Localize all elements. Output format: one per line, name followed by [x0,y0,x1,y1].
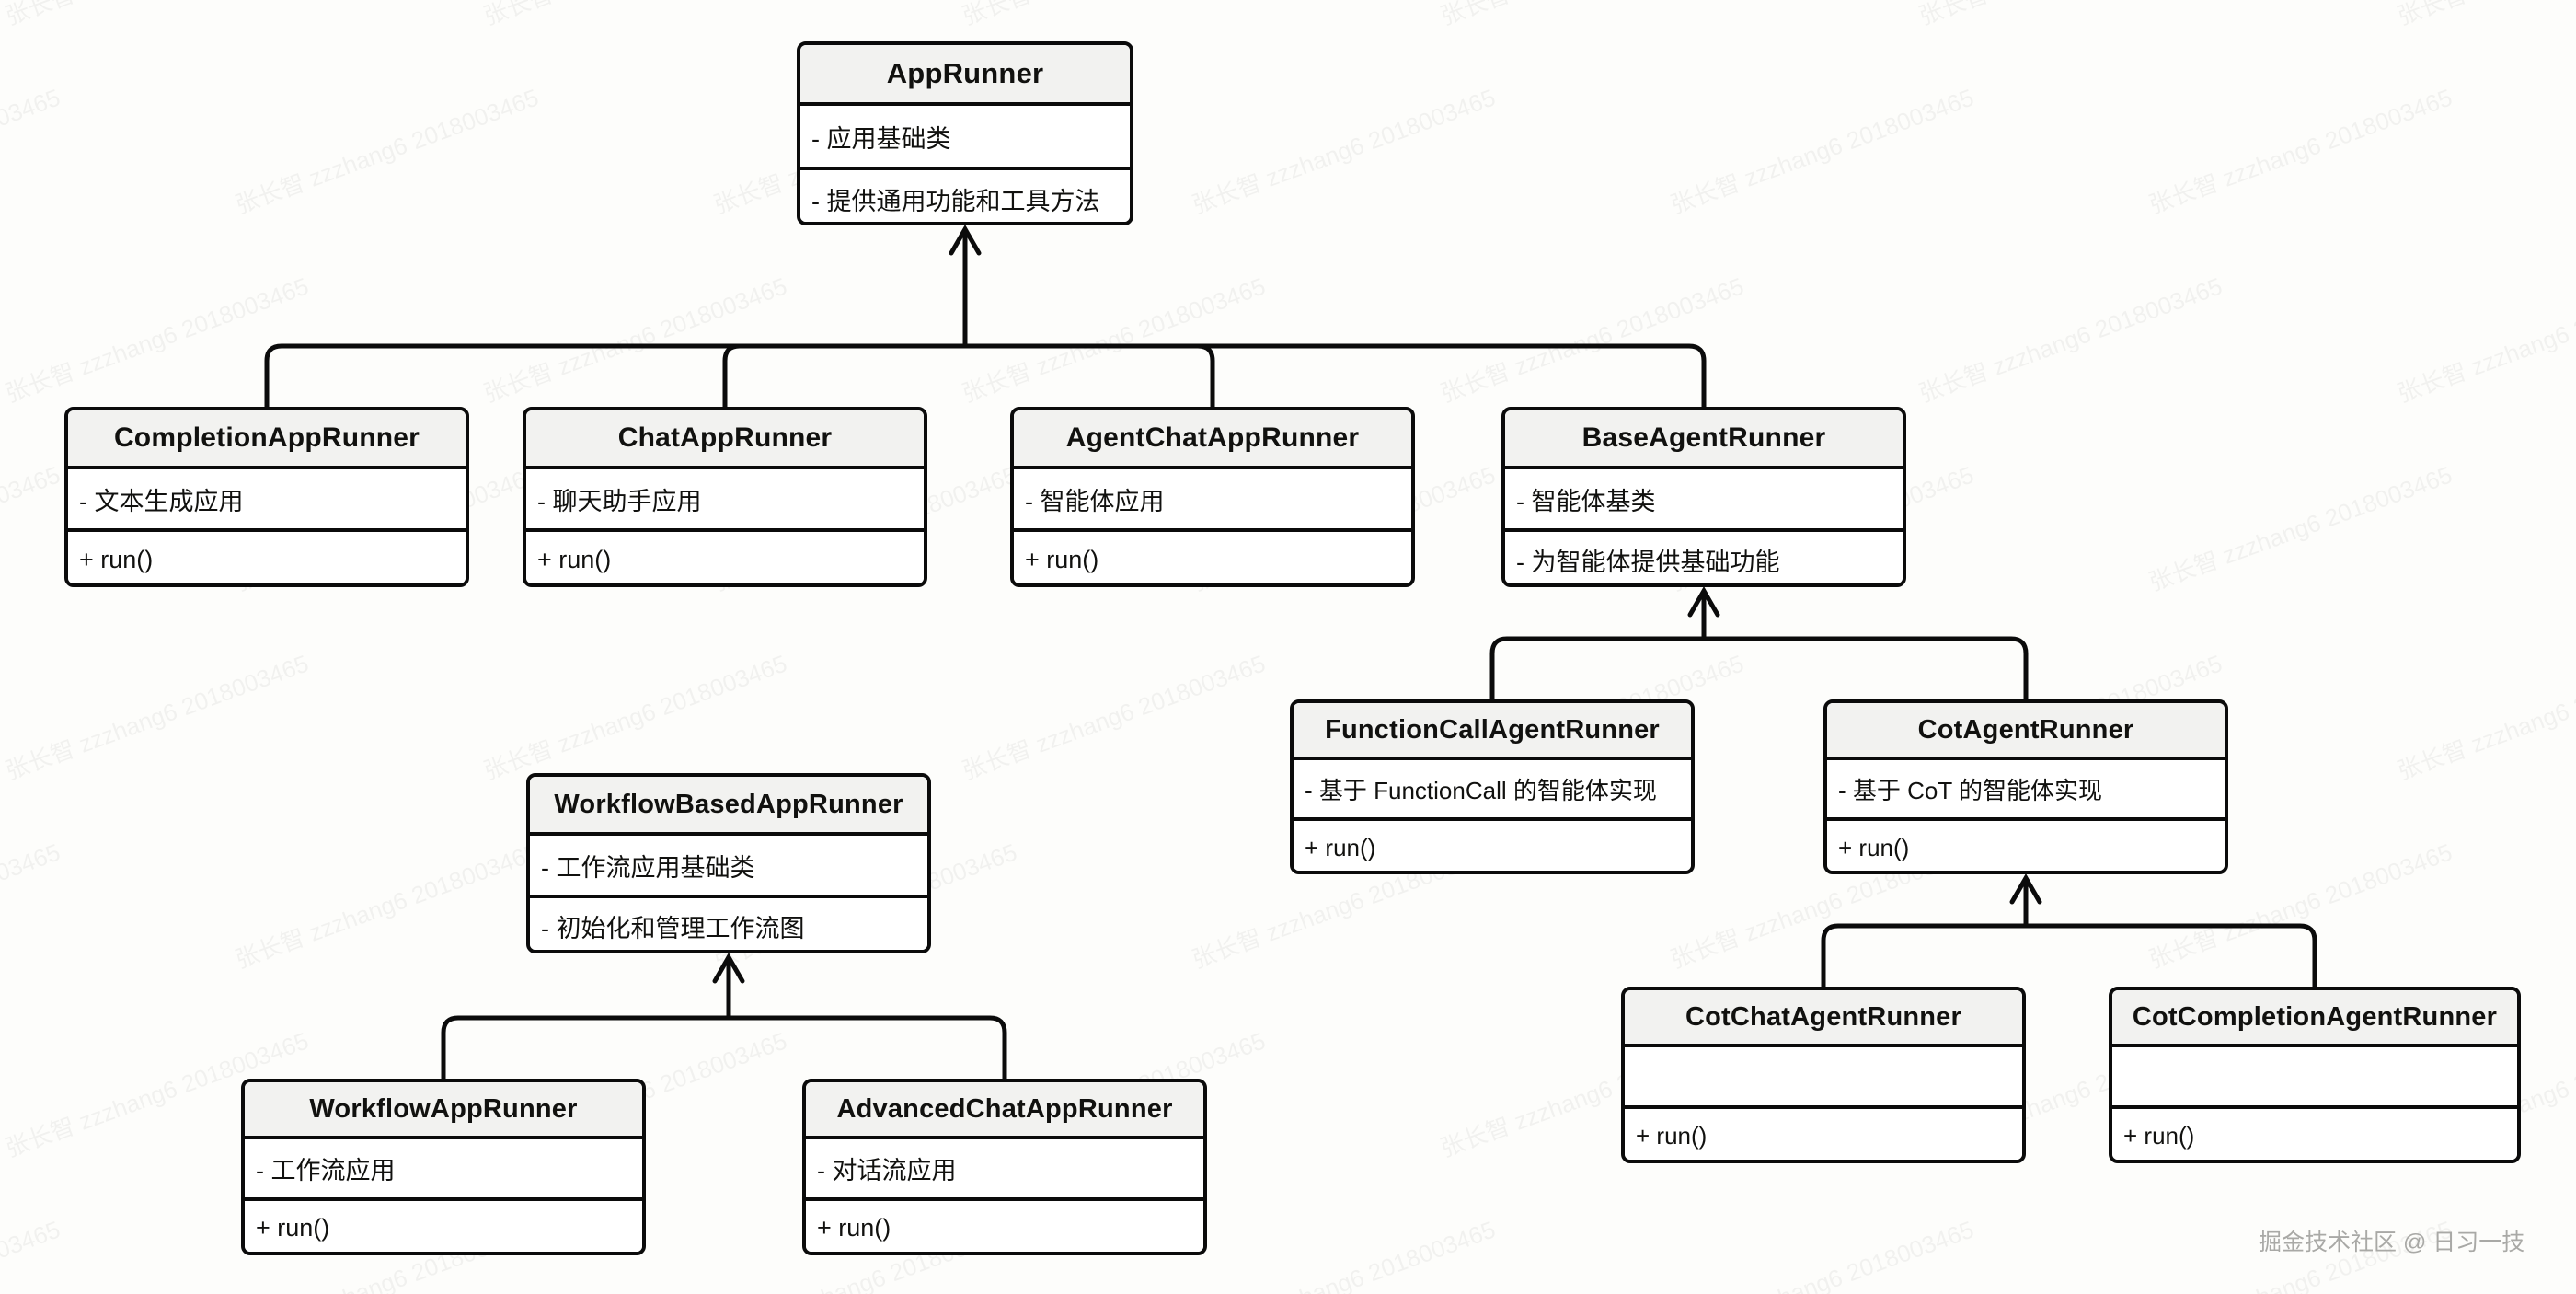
class-box-BaseAgentRunner[interactable]: BaseAgentRunner- 智能体基类- 为智能体提供基础功能 [1501,407,1906,587]
class-box-WorkflowAppRunner[interactable]: WorkflowAppRunner- 工作流应用+ run() [241,1079,646,1255]
watermark-text: 张长智 zzzhang6 2018003465 [1187,1211,1500,1294]
class-member-ChatAppRunner-1: + run() [526,528,924,583]
class-member-CompletionAppRunner-1: + run() [68,528,466,583]
class-member-ChatAppRunner-0: - 聊天助手应用 [526,469,924,528]
watermark-text: 张长智 zzzhang6 2018003465 [1914,268,2226,410]
watermark-text: 张长智 zzzhang6 2018003465 [2392,0,2576,32]
class-name-AppRunner: AppRunner [800,45,1130,106]
watermark-text: 张长智 zzzhang6 2018003465 [957,0,1270,32]
class-box-CompletionAppRunner[interactable]: CompletionAppRunner- 文本生成应用+ run() [64,407,469,587]
class-member-CotChatAgentRunner-0 [1625,1047,2022,1105]
class-name-AdvancedChatAppRunner: AdvancedChatAppRunner [806,1082,1203,1139]
class-member-CompletionAppRunner-0: - 文本生成应用 [68,469,466,528]
class-box-AppRunner[interactable]: AppRunner- 应用基础类- 提供通用功能和工具方法 [797,41,1133,225]
class-name-BaseAgentRunner: BaseAgentRunner [1505,410,1903,469]
class-name-CotCompletionAgentRunner: CotCompletionAgentRunner [2112,990,2517,1047]
edge-r3-AgentChatAppRunner-to-AppRunner [965,343,1215,407]
watermark-text: 张长智 zzzhang6 2018003465 [0,79,64,221]
watermark-text: 张长智 zzzhang6 2018003465 [0,268,313,410]
class-member-WorkflowAppRunner-1: + run() [245,1197,642,1252]
class-name-FunctionCallAgentRunner: FunctionCallAgentRunner [1294,703,1691,760]
class-box-FunctionCallAgentRunner[interactable]: FunctionCallAgentRunner- 基于 FunctionCall… [1290,699,1695,874]
class-member-AgentChatAppRunner-1: + run() [1014,528,1411,583]
watermark-text: 张长智 zzzhang6 2018003465 [2144,79,2456,221]
watermark-text: 张长智 zzzhang6 2018003465 [0,0,313,32]
arrowhead-CotAgentRunner [2009,872,2042,905]
class-name-WorkflowAppRunner: WorkflowAppRunner [245,1082,642,1139]
watermark-text: 张长智 zzzhang6 2018003465 [1435,268,1748,410]
edge-r9-WorkflowAppRunner-to-WorkflowBasedAppRunner [441,1015,729,1079]
edge-r10-AdvancedChatAppRunner-to-WorkflowBasedAppRunner [729,1015,1007,1079]
footer-credit: 掘金技术社区 @ 日习一技 [2259,1230,2525,1255]
watermark-text: 张长智 zzzhang6 2018003465 [478,0,791,32]
watermark-text: 张长智 zzzhang6 2018003465 [957,268,1270,410]
class-member-CotAgentRunner-1: + run() [1827,817,2225,871]
watermark-text: 张长智 zzzhang6 2018003465 [478,645,791,787]
class-box-CotAgentRunner[interactable]: CotAgentRunner- 基于 CoT 的智能体实现+ run() [1823,699,2228,874]
class-member-BaseAgentRunner-1: - 为智能体提供基础功能 [1505,528,1903,583]
class-name-CotAgentRunner: CotAgentRunner [1827,703,2225,760]
class-member-CotAgentRunner-0: - 基于 CoT 的智能体实现 [1827,760,2225,817]
edge-r7-CotChatAgentRunner-to-CotAgentRunner [1821,923,2026,987]
watermark-text: 张长智 zzzhang6 2018003465 [230,79,543,221]
watermark-text: 张长智 zzzhang6 2018003465 [1665,79,1978,221]
watermark-text: 张长智 zzzhang6 2018003465 [1665,1211,1978,1294]
class-box-CotChatAgentRunner[interactable]: CotChatAgentRunner + run() [1621,987,2026,1163]
arrowhead-WorkflowBasedAppRunner [712,952,745,984]
watermark-text: 张长智 zzzhang6 2018003465 [957,645,1270,787]
arrowhead-BaseAgentRunner [1687,585,1720,618]
watermark-text: 张长智 zzzhang6 2018003465 [0,456,64,598]
watermark-text: 张长智 zzzhang6 2018003465 [0,834,64,976]
watermark-text: 张长智 zzzhang6 2018003465 [1187,79,1500,221]
class-member-FunctionCallAgentRunner-0: - 基于 FunctionCall 的智能体实现 [1294,760,1691,817]
watermark-text: 张长智 zzzhang6 2018003465 [0,1211,64,1294]
edge-r1-CompletionAppRunner-to-AppRunner [264,343,965,407]
edge-r8-CotCompletionAgentRunner-to-CotAgentRunner [2026,923,2317,987]
watermark-text: 张长智 zzzhang6 2018003465 [478,268,791,410]
class-member-AdvancedChatAppRunner-1: + run() [806,1197,1203,1252]
class-member-CotCompletionAgentRunner-0 [2112,1047,2517,1105]
class-member-WorkflowAppRunner-0: - 工作流应用 [245,1139,642,1197]
class-member-WorkflowBasedAppRunner-0: - 工作流应用基础类 [530,836,927,895]
watermark-text: 张长智 zzzhang6 2018003465 [0,645,313,787]
class-box-CotCompletionAgentRunner[interactable]: CotCompletionAgentRunner + run() [2109,987,2521,1163]
class-name-WorkflowBasedAppRunner: WorkflowBasedAppRunner [530,777,927,836]
class-member-CotChatAgentRunner-1: + run() [1625,1105,2022,1160]
class-member-AdvancedChatAppRunner-0: - 对话流应用 [806,1139,1203,1197]
watermark-text: 张长智 zzzhang6 2018003465 [2144,456,2456,598]
watermark-text: 张长智 zzzhang6 2018003465 [2392,268,2576,410]
edge-r4-BaseAgentRunner-to-AppRunner [965,343,1707,407]
class-box-AgentChatAppRunner[interactable]: AgentChatAppRunner- 智能体应用+ run() [1010,407,1415,587]
class-box-WorkflowBasedAppRunner[interactable]: WorkflowBasedAppRunner- 工作流应用基础类- 初始化和管理… [526,773,931,953]
watermark-text: 张长智 zzzhang6 2018003465 [1914,0,2226,32]
edge-r2-ChatAppRunner-to-AppRunner [722,343,965,407]
class-member-WorkflowBasedAppRunner-1: - 初始化和管理工作流图 [530,895,927,950]
class-name-CotChatAgentRunner: CotChatAgentRunner [1625,990,2022,1047]
arrowhead-AppRunner [949,224,982,256]
class-member-AppRunner-0: - 应用基础类 [800,106,1130,167]
class-member-BaseAgentRunner-0: - 智能体基类 [1505,469,1903,528]
watermark-text: 张长智 zzzhang6 2018003465 [230,834,543,976]
class-member-AppRunner-1: - 提供通用功能和工具方法 [800,167,1130,222]
class-name-AgentChatAppRunner: AgentChatAppRunner [1014,410,1411,469]
watermark-text: 张长智 zzzhang6 2018003465 [1435,0,1748,32]
class-member-CotCompletionAgentRunner-1: + run() [2112,1105,2517,1160]
class-box-ChatAppRunner[interactable]: ChatAppRunner- 聊天助手应用+ run() [523,407,927,587]
watermark-text: 张长智 zzzhang6 2018003465 [2392,645,2576,787]
class-box-AdvancedChatAppRunner[interactable]: AdvancedChatAppRunner- 对话流应用+ run() [802,1079,1207,1255]
class-name-CompletionAppRunner: CompletionAppRunner [68,410,466,469]
class-member-AgentChatAppRunner-0: - 智能体应用 [1014,469,1411,528]
edge-r6-CotAgentRunner-to-BaseAgentRunner [1704,636,2029,699]
class-name-ChatAppRunner: ChatAppRunner [526,410,924,469]
class-member-FunctionCallAgentRunner-1: + run() [1294,817,1691,871]
edge-r5-FunctionCallAgentRunner-to-BaseAgentRunner [1489,636,1704,699]
